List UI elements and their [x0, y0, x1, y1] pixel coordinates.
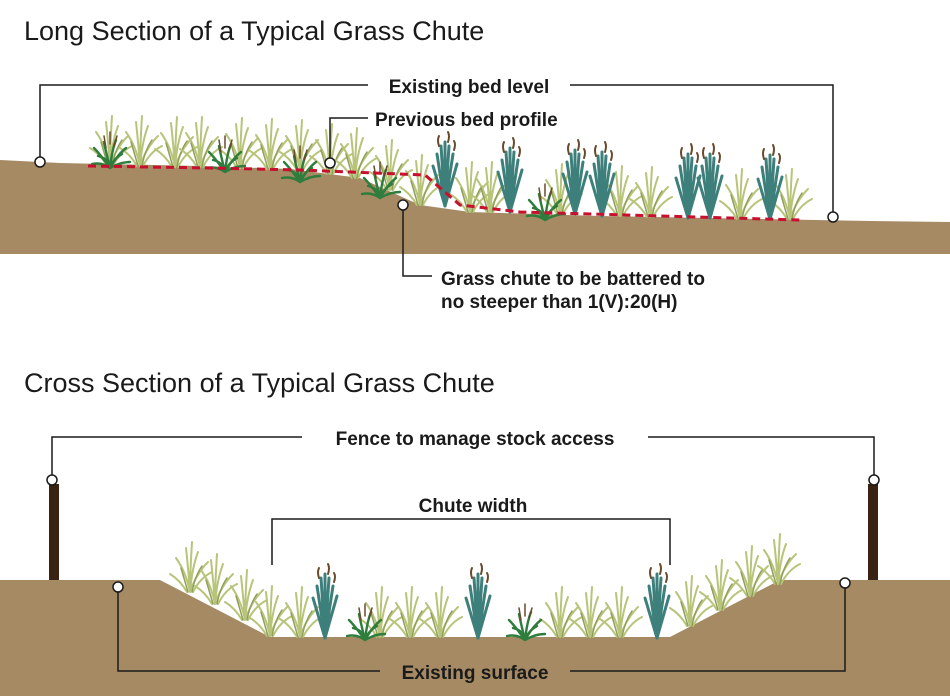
fence-post-left — [49, 484, 59, 580]
batter-leader — [397, 199, 432, 277]
batter-marker — [397, 199, 409, 211]
fence-label: Fence to manage stock access — [336, 429, 615, 450]
long-section-title: Long Section of a Typical Grass Chute — [24, 16, 485, 46]
existing-surface-label: Existing surface — [402, 663, 549, 684]
previous-bed-profile-line — [87, 164, 801, 222]
surface-marker-left — [112, 581, 124, 593]
chute-width-label: Chute width — [419, 496, 528, 517]
long-section-ground — [0, 160, 950, 254]
surface-marker-right — [839, 577, 851, 589]
fence-post-right — [868, 484, 878, 580]
existing-bed-level-label: Existing bed level — [389, 77, 550, 98]
existing-surface-leader — [112, 577, 851, 672]
previous-bed-leader — [324, 117, 368, 169]
chute-width-bracket — [271, 518, 671, 565]
fence-marker-left — [46, 474, 58, 486]
existing-bed-marker-right — [827, 211, 839, 223]
batter-label-line1: Grass chute to be battered to — [441, 269, 705, 290]
previous-bed-profile-label: Previous bed profile — [375, 110, 558, 131]
batter-label-line2: no steeper than 1(V):20(H) — [441, 292, 677, 313]
fence-leader — [46, 436, 880, 486]
existing-bed-marker-left — [34, 156, 46, 168]
cross-section-ground — [0, 580, 950, 696]
existing-bed-leader — [34, 84, 839, 223]
fence-marker-right — [868, 474, 880, 486]
previous-bed-marker — [324, 157, 336, 169]
cross-section-title: Cross Section of a Typical Grass Chute — [24, 368, 495, 398]
